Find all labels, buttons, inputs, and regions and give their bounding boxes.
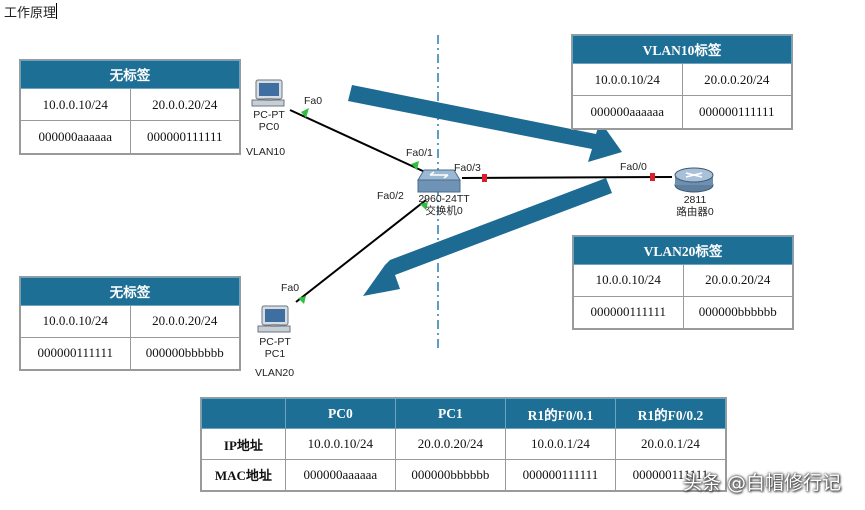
arrow-to-router (348, 85, 622, 162)
table-cell: 000000bbbbbb (394, 458, 506, 492)
address-summary-table: PC0 PC1 R1的F0/0.1 R1的F0/0.2 IP地址 10.0.0.… (200, 397, 727, 492)
cable-pc1-switch (295, 199, 427, 303)
router-model: 2811 (683, 194, 707, 206)
switch-model: 2960-24TT (418, 193, 470, 205)
table-header: VLAN20标签 (573, 236, 793, 265)
router-port-label: Fa0/0 (620, 161, 647, 173)
pc1-type: PC-PT (259, 336, 291, 348)
arrow-to-pc1 (363, 178, 612, 296)
table-cell: 000000aaaaaa (20, 120, 131, 154)
switch-label: 2960-24TT 交换机0 (416, 193, 472, 217)
vlan10-tagged-frame-table: VLAN10标签 10.0.0.10/24 20.0.0.20/24 00000… (571, 34, 793, 130)
table-header: 无标签 (20, 277, 240, 306)
table-cell: 20.0.0.20/24 (129, 304, 240, 338)
table-cell: 20.0.0.1/24 (614, 428, 727, 460)
pc0-port-label: Fa0 (304, 95, 323, 107)
table-cell: 000000aaaaaa (284, 458, 396, 492)
table-header: 无标签 (20, 60, 240, 89)
text-cursor (56, 3, 57, 19)
switch-port-fa0-3-label: Fa0/3 (454, 162, 481, 174)
table-cell: 000000111111 (573, 295, 684, 330)
untagged-frame-table-bottom: 无标签 10.0.0.10/24 20.0.0.20/24 0000001111… (19, 276, 241, 371)
pc1-port-label: Fa0 (281, 282, 300, 294)
table-cell: 000000aaaaaa (572, 95, 683, 129)
cable-switch-router (461, 176, 673, 179)
pc0-label: PC-PT PC0 (251, 109, 287, 133)
table-cell: 10.0.0.10/24 (20, 87, 131, 122)
router-icon (674, 167, 714, 193)
link-up-indicator (420, 202, 428, 210)
table-header (201, 397, 286, 430)
table-cell: 10.0.0.1/24 (504, 428, 616, 460)
router-label: 2811 路由器0 (672, 194, 718, 218)
table-cell: 000000111111 (681, 95, 792, 129)
table-cell: 10.0.0.10/24 (573, 263, 684, 297)
table-header: PC0 (284, 397, 396, 430)
vlan20-tagged-frame-table: VLAN20标签 10.0.0.10/24 20.0.0.20/24 00000… (572, 235, 794, 330)
table-cell: 10.0.0.10/24 (20, 304, 131, 338)
pc1-label: PC-PT PC1 (257, 336, 293, 360)
switch-port-fa0-2-label: Fa0/2 (377, 190, 404, 202)
table-cell: 000000bbbbbb (129, 336, 240, 371)
untagged-frame-table-top: 无标签 10.0.0.10/24 20.0.0.20/24 000000aaaa… (19, 59, 241, 155)
pc1-icon (257, 305, 291, 333)
table-cell: 000000111111 (504, 458, 616, 492)
table-header: PC1 (394, 397, 506, 430)
table-header: R1的F0/0.1 (504, 397, 616, 430)
router-name: 路由器0 (676, 206, 714, 218)
link-down-indicator (482, 174, 487, 182)
table-row-label: IP地址 (201, 428, 286, 460)
switch-port-fa0-1-label: Fa0/1 (406, 147, 433, 159)
link-up-indicator (298, 296, 306, 304)
switch-icon (417, 169, 461, 193)
link-down-indicator (650, 173, 655, 181)
table-row-label: MAC地址 (201, 458, 286, 492)
pc0-icon (251, 79, 285, 107)
table-cell: 20.0.0.20/24 (682, 263, 793, 297)
table-header: VLAN10标签 (572, 35, 792, 64)
table-cell: 20.0.0.20/24 (681, 62, 792, 97)
pc1-name: PC1 (264, 348, 286, 360)
table-cell: 10.0.0.10/24 (572, 62, 683, 97)
link-up-indicator (301, 108, 309, 118)
switch-name: 交换机0 (425, 205, 463, 217)
table-cell: 000000bbbbbb (682, 295, 793, 330)
table-cell: 20.0.0.20/24 (394, 428, 506, 460)
table-cell: 000000111111 (20, 336, 131, 371)
table-cell: 20.0.0.20/24 (129, 87, 240, 122)
link-up-indicator (411, 161, 419, 170)
cable-pc0-switch (289, 109, 426, 173)
pc0-type: PC-PT (253, 109, 285, 121)
table-cell: 000000111111 (129, 120, 240, 154)
table-header: R1的F0/0.2 (614, 397, 727, 430)
pc0-vlan: VLAN10 (246, 146, 286, 158)
table-cell: 10.0.0.10/24 (284, 428, 396, 460)
pc1-vlan: VLAN20 (255, 367, 295, 379)
table-cell: 000000111111 (614, 458, 727, 492)
page-title: 工作原理 (4, 5, 57, 20)
pc0-name: PC0 (258, 121, 280, 133)
watermark: 头条 @白帽修行记 (682, 472, 842, 494)
